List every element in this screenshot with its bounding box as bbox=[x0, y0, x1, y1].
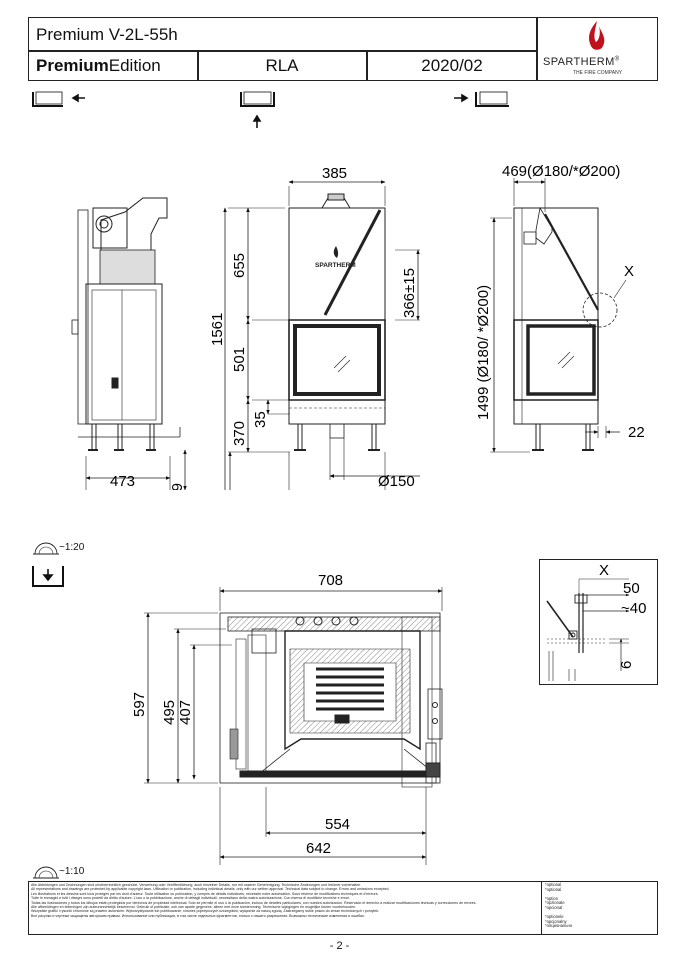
scale-indicator-lower: ~1:10 bbox=[33, 864, 133, 880]
optional-line: *opcjonalny bbox=[545, 918, 567, 924]
optional-line: *optional bbox=[545, 882, 562, 887]
brand-reg: ® bbox=[614, 56, 620, 63]
dim-front-655: 655 bbox=[231, 253, 248, 278]
dim-plan-407: 407 bbox=[177, 700, 194, 725]
dim-front-1561: 1561 bbox=[209, 313, 226, 346]
legal-line-it: Tutte le immagini e tutti i disegni sono… bbox=[31, 896, 351, 901]
view-front-icon bbox=[240, 91, 275, 128]
title-block-vline-logo bbox=[536, 17, 538, 81]
dim-front-35: 35 bbox=[252, 411, 269, 428]
view-indicators bbox=[32, 91, 509, 128]
title-block-vline-2 bbox=[366, 50, 368, 81]
brand-name: SPARTHERM bbox=[543, 56, 615, 68]
legal-line-en: All representations and drawings are pro… bbox=[31, 887, 390, 892]
optional-line: *опционально bbox=[545, 923, 573, 929]
legal-line-ru: Все рисунки и чертежи защищены авторским… bbox=[31, 913, 365, 918]
dim-right-469: 469(Ø180/*Ø200) bbox=[502, 163, 620, 180]
dim-plan-597: 597 bbox=[131, 692, 148, 717]
dim-plan-554: 554 bbox=[325, 816, 350, 833]
legal-line-de: Alle Abbildungen und Zeichnungen sind ur… bbox=[31, 883, 362, 887]
legal-line-fr: Les illustrations et les dessins sont to… bbox=[31, 891, 379, 896]
flame-icon bbox=[589, 21, 605, 50]
dim-plan-642: 642 bbox=[306, 840, 331, 857]
legal-line-pl: Wszystkie grafiki i rysunki chronione są… bbox=[31, 909, 380, 914]
scale-value-upper: ~1:20 bbox=[59, 542, 85, 553]
title-block-vline-1 bbox=[197, 50, 199, 81]
footer-divider bbox=[541, 881, 542, 935]
title-block bbox=[28, 17, 658, 81]
elevation-views: 473 129 SPARTHERM bbox=[71, 163, 645, 490]
dim-right-22: 22 bbox=[628, 424, 645, 441]
legal-line-nl: Alle afbeeldingen en tekeningen zijn aut… bbox=[31, 905, 357, 910]
dim-front-501: 501 bbox=[231, 347, 248, 372]
detail-dim-6: 6 bbox=[618, 661, 635, 669]
door-brand-logo: SPARTHERM bbox=[315, 246, 356, 269]
scale-indicator-upper: ~1:20 bbox=[33, 540, 133, 556]
right-view bbox=[513, 206, 618, 451]
dim-side-129: 129 bbox=[169, 483, 186, 490]
dim-right-1499: 1499 (Ø180/ *Ø200) bbox=[475, 285, 492, 420]
footer-box bbox=[28, 881, 658, 935]
detail-dim-50: 50 bbox=[623, 580, 640, 597]
optional-line: *opcional bbox=[545, 904, 563, 910]
detail-x-box bbox=[539, 559, 658, 685]
dim-plan-708: 708 bbox=[318, 572, 343, 589]
view-top-icon bbox=[32, 566, 64, 587]
dim-front-150: Ø150 bbox=[378, 473, 415, 490]
scale-icon bbox=[33, 542, 59, 555]
detail-x-drawing: X 50 ~40 6 bbox=[546, 562, 646, 681]
view-left-icon bbox=[32, 91, 85, 107]
dim-front-366: 366±15 bbox=[401, 268, 418, 318]
detail-dim-40: ~40 bbox=[621, 600, 646, 617]
date-label: 2020/02 bbox=[421, 56, 483, 75]
variant-label: RLA bbox=[265, 56, 299, 75]
page-number: - 2 - bbox=[329, 940, 350, 952]
footer-optional: *optional *optional *option *opzionale *… bbox=[545, 882, 655, 929]
view-right-icon bbox=[454, 91, 509, 107]
door-brand-text: SPARTHERM bbox=[315, 262, 356, 269]
legal-line-es: Todas las ilustraciones y todos los dibu… bbox=[31, 900, 477, 905]
scale-icon bbox=[33, 866, 59, 879]
front-view bbox=[288, 193, 386, 451]
side-view bbox=[71, 197, 181, 451]
optional-line: *option bbox=[545, 895, 559, 901]
scale-value-lower: ~1:10 bbox=[59, 866, 85, 877]
detail-marker-x: X bbox=[624, 263, 634, 280]
dim-front-385-top: 385 bbox=[322, 165, 347, 182]
plan-view: 708 597 495 407 554 642 bbox=[131, 572, 443, 865]
dim-side-473: 473 bbox=[110, 473, 135, 490]
optional-line: *opzionale bbox=[545, 900, 565, 906]
edition-rest: Edition bbox=[108, 56, 161, 75]
footer-legal: Alle Abbildungen und Zeichnungen sind ur… bbox=[31, 883, 537, 918]
optional-line: *optionele bbox=[545, 914, 564, 920]
dim-plan-495: 495 bbox=[161, 700, 178, 725]
title-block-hline bbox=[28, 50, 537, 52]
brand-logo: SPARTHERM® THE FIRE COMPANY bbox=[537, 18, 658, 80]
brand-tagline: THE FIRE COMPANY bbox=[572, 70, 623, 76]
dim-front-370: 370 bbox=[231, 421, 248, 446]
edition-bold: Premium bbox=[36, 56, 109, 75]
model-name: Premium V-2L-55h bbox=[36, 24, 178, 44]
optional-line: *optional bbox=[545, 886, 562, 892]
detail-x-label: X bbox=[599, 562, 609, 579]
